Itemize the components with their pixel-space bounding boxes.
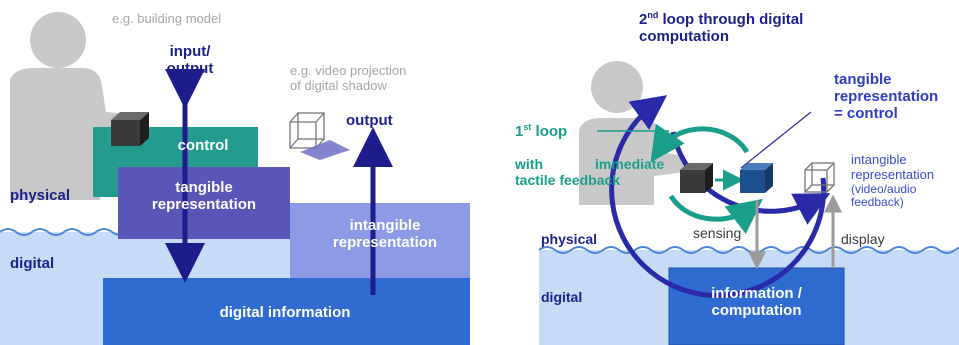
second-loop-text: loop through digital computation: [639, 11, 804, 45]
right-diagram-graphics: [538, 61, 959, 345]
second-loop-number: 2: [639, 11, 648, 28]
output-label: output: [346, 112, 393, 129]
first-loop-arrow-bottom: [668, 194, 763, 235]
intangible-feedback-note: (video/audio feedback): [851, 182, 917, 210]
first-loop-arrow-top: [650, 123, 750, 163]
digital-layer-label: digital: [541, 289, 583, 305]
projected-shadow: [300, 140, 350, 160]
second-loop-label: 2nd loop through digital computation: [639, 10, 803, 46]
physical-cube-icon: [680, 163, 713, 193]
example-projection-label: e.g. video projection of digital shadow: [290, 63, 407, 93]
intangible-block: [290, 203, 470, 278]
intangible-feedback-label: intangible representation: [851, 152, 935, 182]
digital-information-label: digital information: [219, 304, 351, 321]
first-loop-number: 1: [515, 123, 524, 140]
left-diagram: e.g. building model input/ output e.g. v…: [0, 0, 470, 345]
wireframe-cube-icon: [804, 162, 835, 193]
input-output-label: input/ output: [166, 43, 214, 77]
digital-layer-label: digital: [10, 255, 55, 272]
tactile-feedback-label: with tactile feedback: [515, 156, 621, 188]
control-pointer: [740, 111, 812, 169]
display-label: display: [841, 231, 885, 247]
first-loop-text: loop: [531, 123, 568, 140]
tangible-control-label: tangible representation = control: [834, 71, 939, 122]
computation-label: information / computation: [711, 285, 802, 319]
control-label: control: [177, 137, 229, 154]
intangible-representation-label: intangible representation: [332, 217, 438, 251]
wireframe-cube-icon: [289, 112, 325, 149]
physical-layer-label: physical: [10, 187, 71, 204]
second-loop-arrow: [609, 95, 827, 299]
tangible-cube-icon: [740, 163, 773, 193]
left-diagram-graphics: [0, 12, 470, 345]
immediate-label: immediate: [595, 156, 665, 172]
digital-information-block: [103, 278, 470, 345]
example-model-label: e.g. building model: [112, 11, 222, 26]
first-loop-label: 1st loop: [515, 122, 567, 141]
physical-layer-label: physical: [541, 231, 598, 247]
right-diagram: 2nd loop through digital computation 1st…: [489, 0, 959, 345]
physical-cube-icon: [111, 112, 149, 146]
second-loop-suffix: nd: [647, 10, 659, 20]
sensing-label: sensing: [693, 225, 742, 241]
first-loop-suffix: st: [523, 122, 532, 132]
tangible-representation-label: tangible representation: [151, 179, 257, 213]
